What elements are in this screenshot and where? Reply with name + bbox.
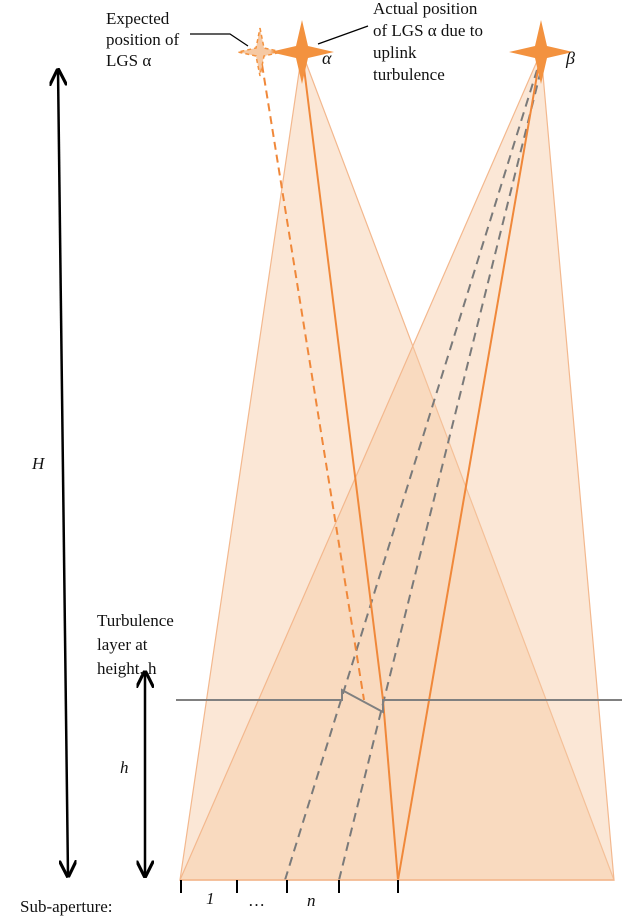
subaperture-ellipsis-label: …	[248, 891, 265, 910]
subaperture-ticks	[180, 880, 399, 893]
expected-leader-line	[190, 33, 249, 47]
beta-label: β	[565, 48, 575, 68]
actual-ray-alpha-lower	[382, 699, 399, 881]
alpha-label: α	[322, 48, 332, 68]
actual-leader-line	[317, 25, 369, 45]
height-H-arrow	[58, 70, 68, 876]
beta-ray	[397, 51, 542, 881]
expected-ray-dashed	[259, 51, 365, 701]
H-label: H	[31, 454, 46, 473]
actual-ray-alpha-upper	[301, 51, 384, 701]
actual-position-label: Actual position of LGS α due to uplink t…	[373, 0, 487, 84]
subaperture-1-label: 1	[206, 889, 215, 908]
expected-star-icon	[237, 27, 283, 77]
h-label: h	[120, 758, 129, 777]
subaperture-n-label: n	[307, 891, 316, 910]
expected-position-label: Expected position of LGS α	[106, 9, 183, 70]
alpha-star-icon	[270, 20, 334, 84]
subaperture-label: Sub-aperture:	[20, 897, 113, 916]
turbulence-layer-label: Turbulence layer at height, h	[97, 611, 178, 678]
turbulence-layer-line	[176, 688, 622, 714]
subaperture-ray-n	[338, 69, 542, 881]
beta-star-icon	[509, 20, 573, 84]
subaperture-ray-1	[284, 69, 538, 881]
